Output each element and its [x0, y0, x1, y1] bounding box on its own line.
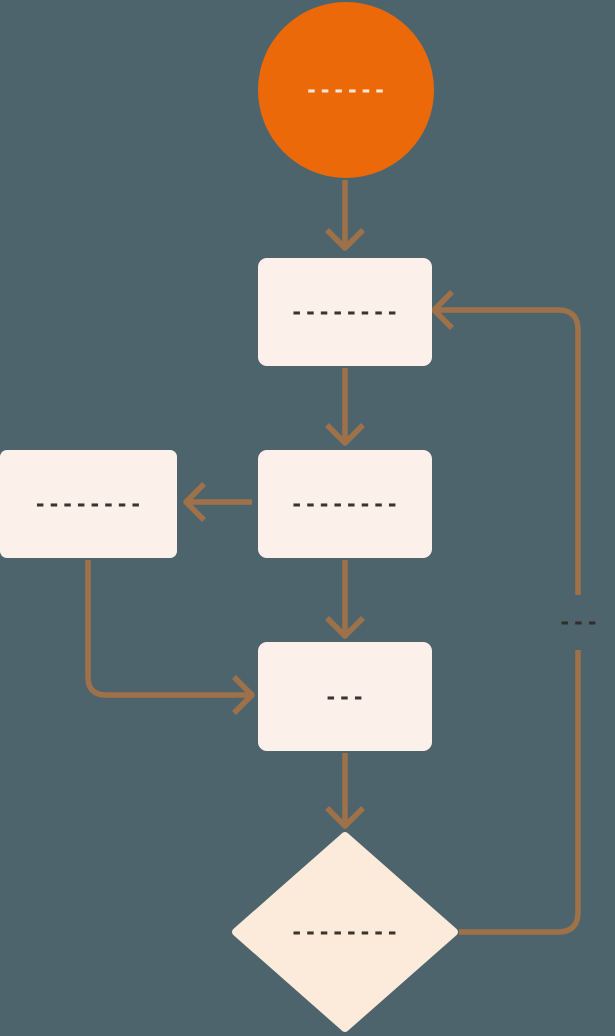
process-box-1-label: --------: [290, 300, 400, 324]
arrow-step1-to-step2: [325, 368, 365, 446]
process-box-2[interactable]: --------: [258, 450, 432, 558]
arrow-start-to-step1: [325, 180, 365, 251]
diamond-shape: [232, 832, 458, 1032]
side-process-box[interactable]: --------: [0, 450, 177, 558]
arrow-step2-to-step3: [325, 560, 365, 639]
decision-diamond[interactable]: --------: [228, 828, 462, 1036]
process-box-1[interactable]: --------: [258, 258, 432, 366]
process-box-3-label: ---: [324, 684, 366, 709]
arrow-step3-to-decision: [325, 753, 365, 829]
start-node[interactable]: ------: [258, 2, 434, 178]
process-box-2-label: --------: [290, 492, 400, 516]
side-process-box-label: --------: [33, 492, 144, 516]
arrow-side-to-step3: [85, 560, 255, 715]
process-box-3[interactable]: ---: [258, 642, 432, 751]
start-node-label: ------: [305, 78, 387, 102]
decision-diamond-label: --------: [290, 920, 400, 944]
arrow-step2-to-side: [183, 482, 252, 522]
loop-edge-label: ---: [558, 610, 600, 634]
